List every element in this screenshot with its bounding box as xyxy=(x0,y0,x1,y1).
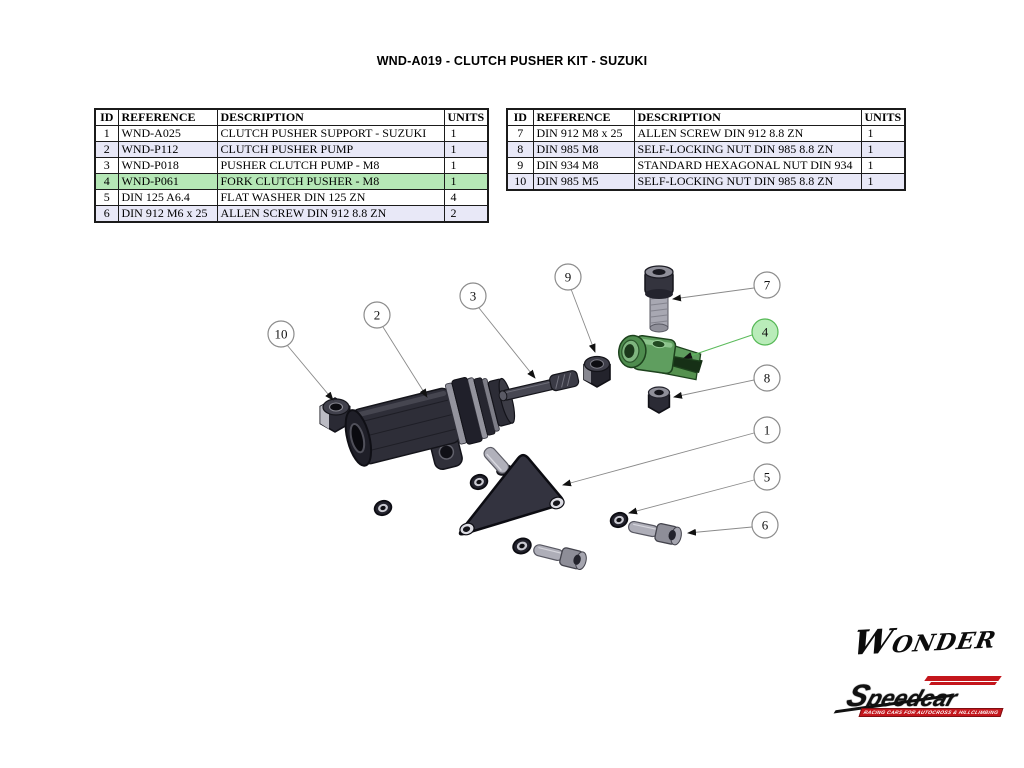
part-allen-screw-m6 xyxy=(627,520,682,546)
table-row: 2 WND-P112 CLUTCH PUSHER PUMP 1 xyxy=(94,141,489,158)
leader-line-5 xyxy=(628,479,755,515)
cell-units: 1 xyxy=(860,173,906,191)
cell-ref: DIN 985 M5 xyxy=(532,173,635,191)
wonder-logo: WONDER xyxy=(849,621,999,664)
svg-text:1: 1 xyxy=(764,423,771,438)
cell-units: 1 xyxy=(860,157,906,174)
part-allen-screw-m6 xyxy=(533,544,587,571)
cell-ref: DIN 934 M8 xyxy=(532,157,635,174)
cell-ref: WND-P061 xyxy=(117,173,218,190)
part-flat-washer xyxy=(512,537,532,555)
cell-desc: ALLEN SCREW DIN 912 8.8 ZN xyxy=(216,205,445,223)
cell-units: 2 xyxy=(443,205,489,223)
leader-line-9 xyxy=(570,288,596,353)
table-row-highlighted: 4 WND-P061 FORK CLUTCH PUSHER - M8 1 xyxy=(94,173,489,190)
callout-10: 10 xyxy=(267,320,295,348)
leader-line-2 xyxy=(382,326,428,398)
svg-text:7: 7 xyxy=(764,278,771,293)
callout-1: 1 xyxy=(753,416,781,444)
cell-desc: ALLEN SCREW DIN 912 8.8 ZN xyxy=(633,125,862,142)
cell-id: 9 xyxy=(506,157,534,174)
part-flat-washer xyxy=(469,473,489,491)
callout-5: 5 xyxy=(753,463,781,491)
cell-desc: SELF-LOCKING NUT DIN 985 8.8 ZN xyxy=(633,173,862,191)
svg-text:9: 9 xyxy=(565,270,572,285)
cell-id: 6 xyxy=(94,205,119,223)
page-title: WND-A019 - CLUTCH PUSHER KIT - SUZUKI xyxy=(376,54,648,68)
cell-desc: FLAT WASHER DIN 125 ZN xyxy=(216,189,445,206)
leader-lines xyxy=(286,287,755,536)
svg-text:8: 8 xyxy=(764,371,771,386)
cell-id: 5 xyxy=(94,189,119,206)
part-pusher-rod xyxy=(498,370,580,402)
leader-line-1 xyxy=(562,432,755,487)
leader-line-6 xyxy=(687,526,753,536)
leader-line-4 xyxy=(683,334,753,359)
col-reference: REFERENCE xyxy=(532,108,635,126)
part-hex-nut-din934 xyxy=(583,355,611,388)
leader-line-10 xyxy=(286,344,334,401)
table-row: 10 DIN 985 M5 SELF-LOCKING NUT DIN 985 8… xyxy=(506,173,906,191)
speedcar-logo: Speedcar RACING CARS FOR AUTOCROSS & HIL… xyxy=(833,676,1008,722)
part-self-locking-nut-m8 xyxy=(647,386,671,414)
table-row: 7 DIN 912 M8 x 25 ALLEN SCREW DIN 912 8.… xyxy=(506,125,906,142)
cell-id: 10 xyxy=(506,173,534,191)
part-fork-clutch-pusher xyxy=(618,334,703,381)
cell-desc: STANDARD HEXAGONAL NUT DIN 934 xyxy=(633,157,862,174)
callout-2: 2 xyxy=(363,301,391,329)
table-row: 6 DIN 912 M6 x 25 ALLEN SCREW DIN 912 8.… xyxy=(94,205,489,223)
callout-6: 6 xyxy=(751,511,779,539)
leader-line-3 xyxy=(478,307,536,379)
bom-table-left: ID REFERENCE DESCRIPTION UNITS 1 WND-A02… xyxy=(94,108,490,223)
callout-8: 8 xyxy=(753,364,781,392)
leader-line-7 xyxy=(672,287,755,302)
col-units: UNITS xyxy=(443,108,489,126)
svg-text:4: 4 xyxy=(762,325,769,340)
table-header: ID REFERENCE DESCRIPTION UNITS xyxy=(506,108,906,126)
callout-4-highlighted: 4 xyxy=(751,318,779,346)
svg-text:2: 2 xyxy=(374,308,381,323)
cell-desc: CLUTCH PUSHER PUMP xyxy=(216,141,445,158)
part-support-plate xyxy=(458,446,565,536)
svg-text:3: 3 xyxy=(470,289,477,304)
leader-line-8 xyxy=(673,379,755,399)
callout-3: 3 xyxy=(459,282,487,310)
cell-ref: WND-P018 xyxy=(117,157,218,174)
cell-ref: DIN 912 M6 x 25 xyxy=(117,205,218,223)
table-row: 5 DIN 125 A6.4 FLAT WASHER DIN 125 ZN 4 xyxy=(94,189,489,206)
bom-table-right: ID REFERENCE DESCRIPTION UNITS 7 DIN 912… xyxy=(506,108,907,191)
svg-text:5: 5 xyxy=(764,470,771,485)
col-id: ID xyxy=(94,108,119,126)
table-row: 9 DIN 934 M8 STANDARD HEXAGONAL NUT DIN … xyxy=(506,157,906,174)
svg-text:6: 6 xyxy=(762,518,769,533)
callout-9: 9 xyxy=(554,263,582,291)
part-flat-washer xyxy=(609,511,629,529)
col-units: UNITS xyxy=(860,108,906,126)
callout-7: 7 xyxy=(753,271,781,299)
svg-text:10: 10 xyxy=(275,327,288,342)
part-flat-washer xyxy=(373,499,393,517)
cell-desc: PUSHER CLUTCH PUMP - M8 xyxy=(216,157,445,174)
table-header: ID REFERENCE DESCRIPTION UNITS xyxy=(94,108,489,126)
part-self-locking-nut-m5 xyxy=(319,397,351,433)
table-row: 8 DIN 985 M8 SELF-LOCKING NUT DIN 985 8.… xyxy=(506,141,906,158)
speedcar-tagline: RACING CARS FOR AUTOCROSS & HILLCLIMBING xyxy=(858,708,1004,717)
part-allen-screw-m8 xyxy=(644,265,674,333)
cell-units: 4 xyxy=(443,189,489,206)
cell-ref: DIN 125 A6.4 xyxy=(117,189,218,206)
table-row: 3 WND-P018 PUSHER CLUTCH PUMP - M8 1 xyxy=(94,157,489,174)
part-clutch-pusher-pump xyxy=(344,376,516,470)
